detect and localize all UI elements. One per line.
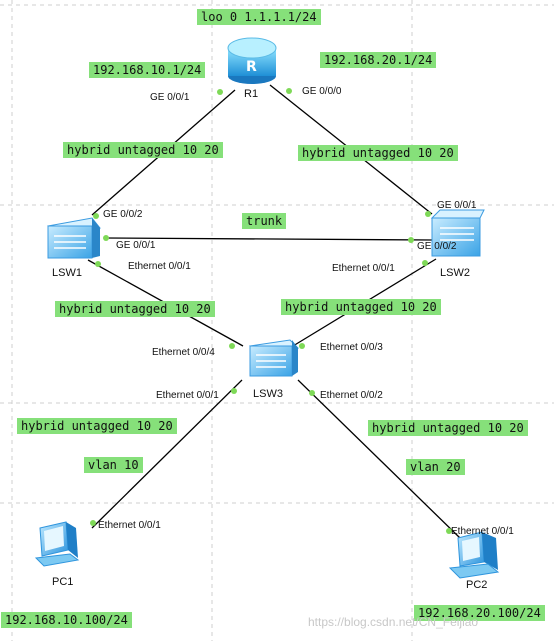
port-label: Ethernet 0/0/1 bbox=[332, 263, 395, 274]
port-dot bbox=[425, 211, 431, 217]
port-dot bbox=[408, 237, 414, 243]
link-lsw3-pc1 bbox=[91, 379, 243, 529]
r1-left-ip-tag: 192.168.10.1/24 bbox=[89, 62, 206, 78]
pc1-ip-tag: 192.168.10.100/24 bbox=[1, 612, 132, 628]
port-dot bbox=[103, 235, 109, 241]
pc2-ip-tag: 192.168.20.100/24 bbox=[414, 605, 545, 621]
port-label: Ethernet 0/0/2 bbox=[320, 390, 383, 401]
port-dot bbox=[446, 528, 452, 534]
link-lsw2-lsw3-tag: hybrid untagged 10 20 bbox=[281, 299, 441, 315]
r1-right-ip-tag: 192.168.20.1/24 bbox=[320, 52, 437, 68]
port-dots bbox=[90, 88, 452, 534]
port-dot bbox=[422, 260, 428, 266]
device-label-r1: R1 bbox=[244, 88, 259, 100]
link-lsw3-pc2-tag: hybrid untagged 10 20 bbox=[368, 420, 528, 436]
port-dot bbox=[90, 520, 96, 526]
pc-icon-pc2 bbox=[448, 531, 500, 579]
port-label: Ethernet 0/0/1 bbox=[156, 390, 219, 401]
switch-icon-lsw2 bbox=[430, 209, 485, 257]
port-label: Ethernet 0/0/1 bbox=[128, 261, 191, 272]
port-label: GE 0/0/2 bbox=[103, 209, 143, 220]
link-lsw3-pc1-tag: hybrid untagged 10 20 bbox=[17, 418, 177, 434]
port-dot bbox=[229, 343, 235, 349]
port-label: GE 0/0/0 bbox=[302, 86, 342, 97]
router-icon: R bbox=[227, 37, 277, 84]
watermark-text: https://blog.csdn.net/CN_Feijiao bbox=[308, 615, 479, 629]
port-dot bbox=[217, 89, 223, 95]
device-label-pc1: PC1 bbox=[52, 576, 74, 588]
device-label-lsw1: LSW1 bbox=[52, 267, 82, 279]
svg-text:R: R bbox=[246, 59, 257, 75]
port-dot bbox=[95, 261, 101, 267]
link-lsw1-lsw3-tag: hybrid untagged 10 20 bbox=[55, 301, 215, 317]
port-dot bbox=[309, 390, 315, 396]
pc-icon-pc1 bbox=[34, 521, 80, 567]
link-r1-lsw2-tag: hybrid untagged 10 20 bbox=[298, 145, 458, 161]
link-r1-lsw1-tag: hybrid untagged 10 20 bbox=[63, 142, 223, 158]
port-label: Ethernet 0/0/1 bbox=[98, 520, 161, 531]
port-label: Ethernet 0/0/4 bbox=[152, 347, 215, 358]
port-dot bbox=[93, 213, 99, 219]
link-lsw3-pc2 bbox=[297, 379, 461, 539]
port-dot bbox=[286, 88, 292, 94]
pc1-vlan-tag: vlan 10 bbox=[84, 457, 143, 473]
port-label: GE 0/0/1 bbox=[116, 240, 156, 251]
port-label: Ethernet 0/0/3 bbox=[320, 342, 383, 353]
trunk-tag: trunk bbox=[242, 213, 287, 229]
device-label-lsw2: LSW2 bbox=[440, 267, 470, 279]
pc2-vlan-tag: vlan 20 bbox=[406, 459, 465, 475]
switch-icon-lsw3 bbox=[248, 339, 300, 377]
device-label-pc2: PC2 bbox=[466, 579, 488, 591]
link-lsw1-lsw2 bbox=[105, 237, 433, 241]
port-dot bbox=[299, 343, 305, 349]
port-label: GE 0/0/1 bbox=[437, 200, 477, 211]
port-label: Ethernet 0/0/1 bbox=[451, 526, 514, 537]
port-label: GE 0/0/1 bbox=[150, 92, 190, 103]
device-label-lsw3: LSW3 bbox=[253, 388, 283, 400]
port-label: GE 0/0/2 bbox=[417, 241, 457, 252]
switch-icon-lsw1 bbox=[47, 217, 101, 259]
port-dot bbox=[231, 388, 237, 394]
loopback-tag: loo 0 1.1.1.1/24 bbox=[197, 9, 321, 25]
